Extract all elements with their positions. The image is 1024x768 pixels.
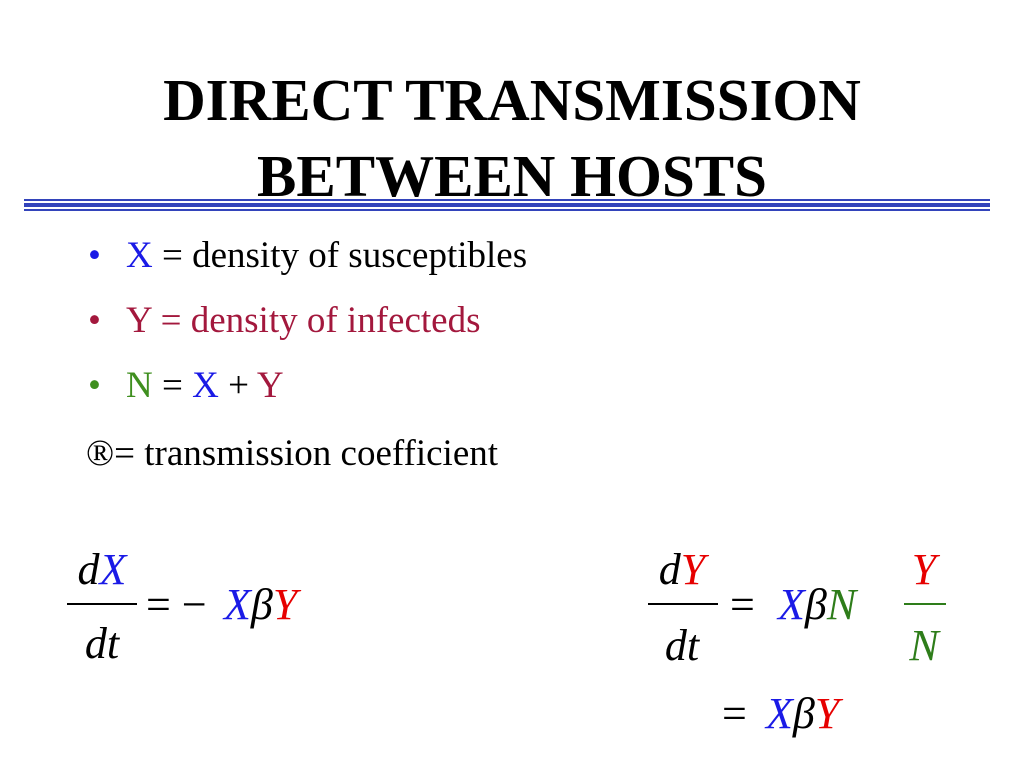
equals-sign: =	[730, 580, 755, 629]
slide-title: DIRECT TRANSMISSION BETWEEN HOSTS	[0, 62, 1024, 214]
bullet-dot: •	[88, 235, 101, 276]
title-rule	[24, 199, 990, 201]
rhs-expression: XβN	[778, 580, 857, 629]
ratio-bar	[904, 603, 946, 605]
fraction-numerator: dX	[77, 545, 127, 594]
equals-minus-sign: = −	[146, 580, 207, 629]
definition-text: Y = density of infecteds	[126, 300, 481, 341]
symbol-x: X	[192, 365, 219, 406]
bullet-dot: •	[88, 365, 101, 406]
fraction-numerator: dY	[658, 545, 706, 594]
bullet-dot: •	[88, 300, 101, 341]
plus-text: +	[218, 365, 257, 406]
fraction-bar	[648, 603, 718, 605]
symbol-n: N	[126, 365, 153, 406]
definition-list: • X = density of susceptibles • Y = dens…	[88, 234, 527, 429]
ratio-numerator: Y	[911, 545, 937, 594]
list-item: • Y = density of infecteds	[88, 299, 527, 343]
symbol-y: Y	[256, 365, 284, 406]
title-rule	[24, 203, 990, 207]
title-line-2: BETWEEN HOSTS	[257, 143, 767, 209]
symbol-x: X	[126, 235, 153, 276]
list-item: • N = X + Y	[88, 364, 527, 408]
title-line-1: DIRECT TRANSMISSION	[163, 67, 861, 133]
list-item: • X = density of susceptibles	[88, 234, 527, 278]
ratio-denominator: N	[909, 621, 939, 670]
title-rule	[24, 209, 990, 211]
fraction-denominator: dt	[664, 621, 700, 670]
coefficient-definition: ®= transmission coefficient	[86, 433, 499, 474]
fraction-bar	[67, 603, 137, 605]
definition-text: = density of susceptibles	[152, 235, 528, 276]
simplified-expression: XβY	[766, 689, 840, 738]
equals-sign: =	[722, 689, 747, 738]
fraction-denominator: dt	[84, 619, 120, 668]
rhs-expression: XβY	[224, 580, 298, 629]
equals-text: =	[152, 365, 193, 406]
